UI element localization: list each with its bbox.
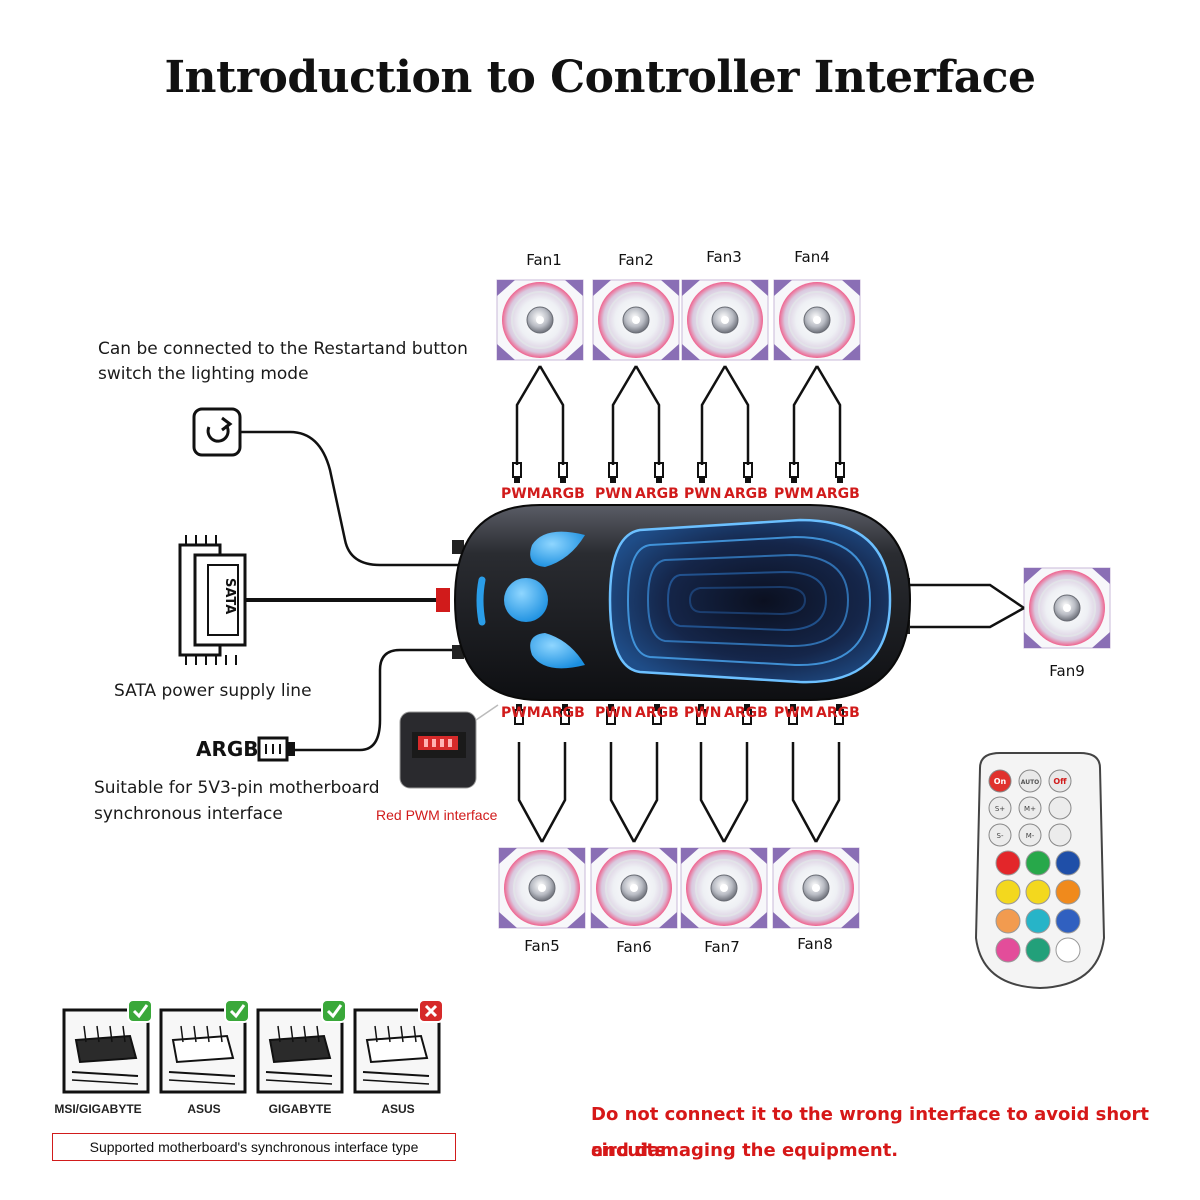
fan5-label: Fan5 <box>524 937 560 955</box>
mb-label-3: GIGABYTE <box>268 1102 332 1116</box>
pin-label-top-3: PWN <box>595 486 632 502</box>
argb-annotation-line1: Suitable for 5V3-pin motherboard <box>94 778 380 798</box>
fan9-label: Fan9 <box>1049 662 1085 680</box>
pin-label-bottom-2: ARGB <box>541 705 585 721</box>
page-title: Introduction to Controller Interface <box>164 52 1036 103</box>
pin-label-bottom-7: PWM <box>774 705 814 721</box>
check-icon <box>127 1000 153 1023</box>
pin-label-top-2: ARGB <box>541 486 585 502</box>
warning-line2: and damaging the equipment. <box>591 1140 899 1161</box>
fan1-label: Fan1 <box>526 251 562 269</box>
remote-color-btn-1 <box>995 850 1021 876</box>
restart-annotation-line1: Can be connected to the Restartand butto… <box>98 339 468 359</box>
remote-btn-r3-1 <box>988 823 1012 847</box>
argb-annotation-line2: synchronous interface <box>94 804 283 824</box>
remote-color-btn-10 <box>995 937 1021 963</box>
remote-color-btn-5 <box>1025 879 1051 905</box>
restart-annotation-line2: switch the lighting mode <box>98 364 309 384</box>
remote-btn-label-r3-1: S- <box>997 832 1004 840</box>
fan2-image <box>592 279 680 361</box>
remote-btn-r2-2 <box>1018 796 1042 820</box>
fan2-label: Fan2 <box>618 251 654 269</box>
remote-color-btn-9 <box>1055 908 1081 934</box>
pin-label-top-6: ARGB <box>724 486 768 502</box>
remote-btn-r2-3 <box>1048 796 1072 820</box>
fan6-image <box>590 847 678 929</box>
remote-btn-label-r3-2: M- <box>1026 832 1035 840</box>
fan5-image <box>498 847 586 929</box>
fan7-label: Fan7 <box>704 938 740 956</box>
remote-color-btn-4 <box>995 879 1021 905</box>
fan3-label: Fan3 <box>706 248 742 266</box>
remote-btn-r3-2 <box>1018 823 1042 847</box>
motherboard-icon-3 <box>256 1000 347 1094</box>
sata-connector-icon: SATA <box>178 535 247 665</box>
pin-label-bottom-8: ARGB <box>816 705 860 721</box>
pin-label-top-7: PWM <box>774 486 814 502</box>
remote-color-btn-11 <box>1025 937 1051 963</box>
mb-label-2: ASUS <box>187 1102 221 1116</box>
red-pwm-annotation: Red PWM interface <box>376 807 498 823</box>
remote-color-btn-8 <box>1025 908 1051 934</box>
pin-label-bottom-4: ARGB <box>635 705 679 721</box>
remote-color-btn-7 <box>995 908 1021 934</box>
argb-plug-icon <box>257 736 295 762</box>
pin-label-top-4: ARGB <box>635 486 679 502</box>
check-icon <box>321 1000 347 1023</box>
motherboard-icon-1 <box>62 1000 153 1094</box>
pin-label-bottom-1: PWM <box>501 705 541 721</box>
motherboard-icon-4 <box>353 1000 444 1094</box>
sata-annotation: SATA power supply line <box>114 681 312 701</box>
pin-label-bottom-6: ARGB <box>724 705 768 721</box>
mb-label-4: ASUS <box>381 1102 415 1116</box>
pin-label-bottom-5: PWN <box>684 705 721 721</box>
remote-btn-r2-1 <box>988 796 1012 820</box>
warning-line1: Do not connect it to the wrong interface… <box>591 1104 1150 1161</box>
fan7-image <box>680 847 768 929</box>
fan8-label: Fan8 <box>797 935 833 953</box>
remote-btn-top-3 <box>1048 769 1072 793</box>
pin-label-bottom-3: PWN <box>595 705 632 721</box>
remote-color-btn-12 <box>1055 937 1081 963</box>
remote-btn-r3-3 <box>1048 823 1072 847</box>
restart-button-icon <box>192 407 242 457</box>
remote-color-btn-2 <box>1025 850 1051 876</box>
fan1-image <box>496 279 584 361</box>
remote-btn-top-1 <box>988 769 1012 793</box>
pin-label-top-8: ARGB <box>816 486 860 502</box>
pin-label-top-5: PWN <box>684 486 721 502</box>
fan6-label: Fan6 <box>616 938 652 956</box>
motherboard-icon-2 <box>159 1000 250 1094</box>
red-pwm-interface-image <box>399 711 477 789</box>
support-caption: Supported motherboard's synchronous inte… <box>52 1133 456 1161</box>
check-icon <box>224 1000 250 1023</box>
fan3-image <box>681 279 769 361</box>
remote-btn-top-label-2: AUTO <box>1021 779 1040 786</box>
controller-hub <box>452 504 912 701</box>
mb-label-1: MSI/GIGABYTE <box>54 1102 142 1116</box>
remote-btn-top-2 <box>1018 769 1042 793</box>
remote-btn-top-label-1: On <box>994 777 1007 786</box>
remote-btn-label-r2-2: M+ <box>1024 805 1036 813</box>
pin-label-top-1: PWM <box>501 486 541 502</box>
motherboard-interfaces <box>62 1000 444 1094</box>
argb-label: ARGB <box>196 737 259 761</box>
sata-connector-text: SATA <box>222 578 237 614</box>
remote-color-btn-6 <box>1055 879 1081 905</box>
fan4-image <box>773 279 861 361</box>
fan9-image <box>1023 567 1111 649</box>
fan8-image <box>772 847 860 929</box>
remote-color-btn-3 <box>1055 850 1081 876</box>
remote-btn-label-r2-1: S+ <box>995 805 1005 813</box>
fan4-label: Fan4 <box>794 248 830 266</box>
remote-btn-top-label-3: Off <box>1053 777 1067 786</box>
